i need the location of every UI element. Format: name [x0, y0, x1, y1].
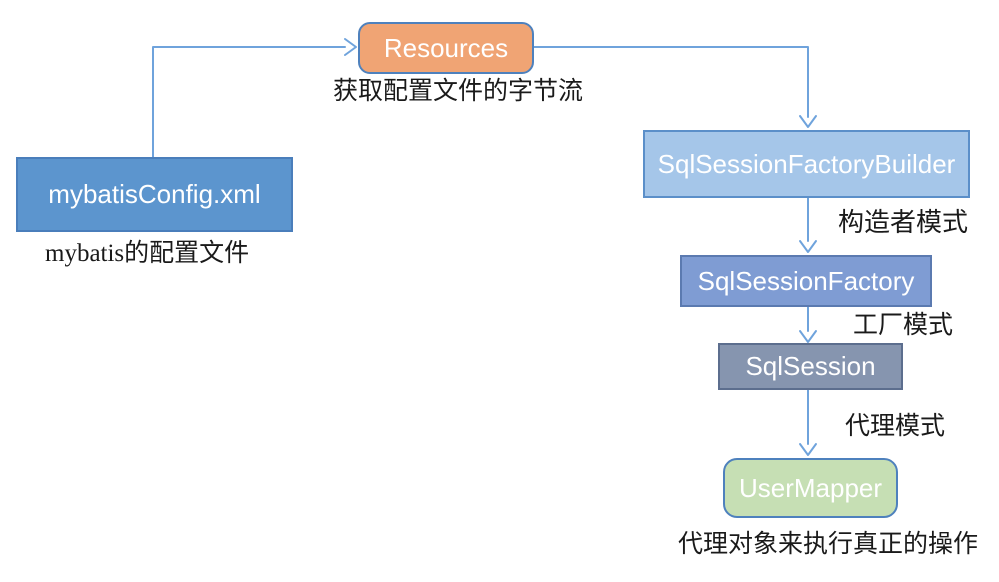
node-usermapper: UserMapper — [723, 458, 898, 518]
edge-label-proxy-pattern: 代理模式 — [845, 413, 946, 440]
caption-get-config-bytestream: 获取配置文件的字节流 — [333, 78, 584, 105]
node-mybatisconfig-xml: mybatisConfig.xml — [16, 157, 293, 232]
node-sqlsessionfactory-label: SqlSessionFactory — [697, 265, 915, 296]
arrow-builder-to-factory — [799, 197, 817, 253]
node-sqlsessionfactory: SqlSessionFactory — [680, 255, 932, 307]
node-sqlsessionfactorybuilder-label: SqlSessionFactoryBuilder — [657, 148, 956, 179]
node-resources-label: Resources — [383, 32, 509, 63]
arrow-config-to-resources — [152, 38, 357, 158]
caption-mybatis-config-file: mybatis的配置文件 — [45, 240, 250, 267]
arrow-factory-to-session — [799, 306, 817, 343]
node-sqlsessionfactorybuilder: SqlSessionFactoryBuilder — [643, 130, 970, 198]
node-mybatisconfig-xml-label: mybatisConfig.xml — [48, 179, 261, 209]
edge-label-builder-pattern: 构造者模式 — [838, 208, 969, 237]
node-sqlsession-label: SqlSession — [745, 351, 876, 381]
node-sqlsession: SqlSession — [718, 343, 903, 390]
node-resources: Resources — [358, 22, 534, 74]
arrow-session-to-mapper — [799, 389, 817, 456]
edge-label-factory-pattern: 工厂模式 — [853, 312, 954, 339]
node-usermapper-label: UserMapper — [738, 472, 883, 503]
caption-proxy-executes-real-operation: 代理对象来执行真正的操作 — [678, 531, 979, 558]
